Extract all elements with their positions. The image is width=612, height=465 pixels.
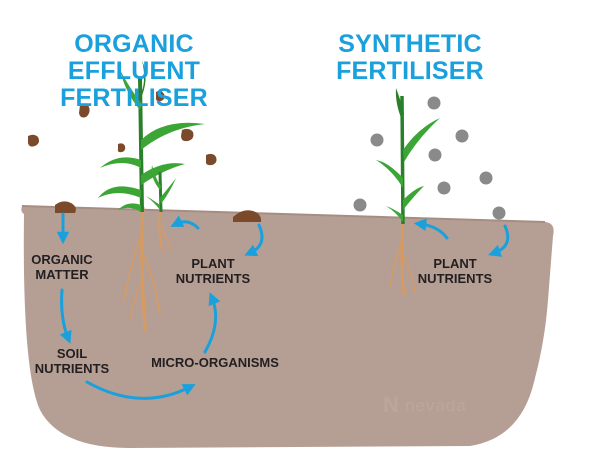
organic-plant-nutrients-line1: PLANT: [191, 256, 235, 271]
soil-surface: [21, 205, 546, 223]
micro-organisms-label: MICRO-ORGANISMS: [145, 355, 285, 370]
organic-title: ORGANIC EFFLUENT FERTILISER: [14, 31, 254, 112]
synthetic-plant-nutrients-line1: PLANT: [433, 256, 477, 271]
soil-nutrients-line2: NUTRIENTS: [34, 361, 110, 376]
nevada-logo: N nevada: [383, 392, 493, 418]
nevada-logo-mark: N: [383, 392, 399, 417]
synthetic-plant-nutrients-line2: NUTRIENTS: [417, 271, 493, 286]
synthetic-title-line1: SYNTHETIC: [338, 30, 482, 58]
cycle-arrow-icon: [413, 218, 510, 257]
synthetic-title: SYNTHETIC FERTILISER: [320, 31, 500, 85]
wheat-plant-icon: [376, 88, 440, 225]
organic-title-line2: FERTILISER: [60, 84, 208, 112]
fertiliser-granule-icon: [353, 96, 506, 220]
organic-matter-line2: MATTER: [35, 267, 89, 282]
organic-plant-nutrients-line2: NUTRIENTS: [175, 271, 251, 286]
organic-title-line1: ORGANIC EFFLUENT: [67, 30, 201, 85]
organic-plant-roots: [123, 206, 172, 332]
wheat-plant-icon: [98, 60, 205, 213]
organic-chunk-icon: [28, 90, 262, 222]
wheat-seedling-icon: [146, 165, 176, 213]
nevada-logo-text: nevada: [405, 396, 467, 415]
synthetic-plant-roots: [389, 220, 416, 297]
soil-ground: [21, 206, 554, 448]
synthetic-plant-nutrients-label: PLANT NUTRIENTS: [410, 256, 500, 286]
organic-plant-nutrients-label: PLANT NUTRIENTS: [168, 256, 258, 286]
synthetic-title-line2: FERTILISER: [336, 57, 484, 85]
soil-nutrients-label: SOIL NUTRIENTS: [27, 346, 117, 376]
organic-matter-line1: ORGANIC: [31, 252, 93, 267]
micro-organisms-text: MICRO-ORGANISMS: [151, 355, 279, 370]
organic-matter-label: ORGANIC MATTER: [22, 252, 102, 282]
soil-nutrients-line1: SOIL: [56, 346, 88, 361]
cycle-arrow-icon: [56, 212, 264, 400]
